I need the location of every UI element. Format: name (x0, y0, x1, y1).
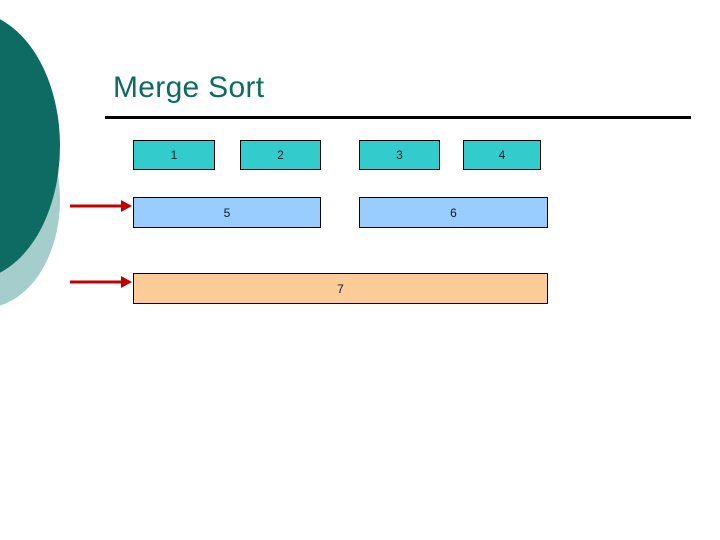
merge-box-7: 7 (133, 273, 548, 304)
merge-box-6: 6 (359, 197, 548, 228)
merge-box-1: 1 (133, 140, 215, 170)
title-underline-rule (105, 116, 691, 119)
arrow-to-level-3 (70, 275, 132, 289)
merge-box-2: 2 (240, 140, 321, 170)
arrow-shaft (70, 204, 122, 208)
merge-box-5: 5 (133, 197, 321, 228)
arrow-shaft (70, 280, 122, 284)
arrow-head-icon (121, 200, 132, 212)
slide-title: Merge Sort (113, 71, 265, 104)
merge-box-4: 4 (463, 140, 541, 170)
arrow-to-level-2 (70, 199, 132, 213)
arrow-head-icon (121, 276, 132, 288)
merge-box-3: 3 (359, 140, 440, 170)
